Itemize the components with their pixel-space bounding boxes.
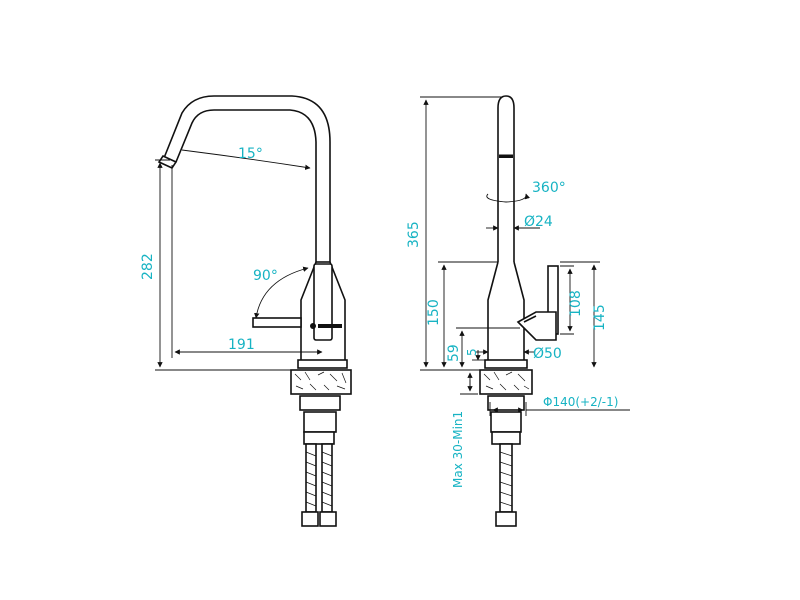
angle-handle-label: 90°	[253, 268, 278, 284]
height-base-label: 59	[446, 344, 462, 362]
height-body-label: 150	[426, 299, 442, 326]
height-total-label: 365	[406, 221, 422, 248]
side-dimensions: 360° 365 Ø24 150 108 145 59 5 Ø50	[406, 96, 630, 488]
angle-spout-label: 15°	[238, 146, 263, 162]
faucet-side-view	[479, 95, 559, 527]
hole-label: Φ140(+2/-1)	[543, 395, 618, 409]
diameter-spout-label: Ø24	[524, 214, 553, 230]
rotation-label: 360°	[532, 180, 566, 196]
faucet-front-view	[157, 95, 352, 527]
brand-logo	[310, 323, 342, 329]
countertop-label: Max 30-Min1	[451, 411, 465, 488]
height-spout-label: 282	[140, 253, 156, 280]
reach-label: 191	[228, 337, 255, 353]
height-handle-label: 108	[568, 290, 584, 317]
rotation-arrow-icon	[486, 193, 530, 203]
height-gap-label: 5	[465, 348, 479, 356]
height-handle-top-label: 145	[592, 304, 608, 331]
diameter-body-label: Ø50	[533, 346, 562, 362]
front-dimensions: 15° 282 90° 191	[140, 146, 323, 371]
